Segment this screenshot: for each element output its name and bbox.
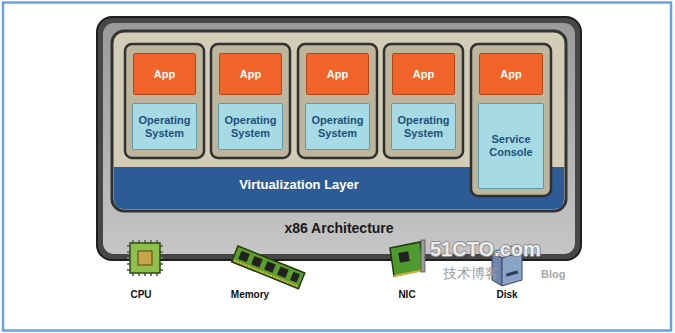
os-box: Operating System — [218, 103, 283, 150]
watermark: 技术博客 — [443, 265, 499, 283]
app-label: App — [240, 68, 261, 81]
nic-icon — [390, 240, 425, 276]
watermark: Blog — [541, 268, 565, 280]
layer-label: x86 Architecture — [97, 220, 581, 236]
app-label: App — [327, 68, 348, 81]
hardware-label: NIC — [398, 289, 415, 300]
hardware-label: CPU — [130, 289, 151, 300]
service-console-box: Service Console — [478, 103, 544, 189]
os-label: Service Console — [481, 133, 541, 158]
app-label: App — [154, 68, 175, 81]
layer-label: Virtualization Layer — [122, 177, 476, 192]
os-box: Operating System — [132, 103, 197, 150]
vm-frames — [125, 44, 551, 196]
watermark: 51CTO.com — [430, 238, 541, 261]
hardware-layer: AppOperating System AppOperating System Ap… — [97, 17, 581, 260]
virtualization-layer: AppOperating System AppOperating System Ap… — [112, 31, 566, 211]
virtualization-frame — [112, 31, 566, 211]
app-box: App — [306, 53, 369, 95]
hardware-label: Memory — [231, 289, 269, 300]
app-box: App — [219, 53, 282, 95]
app-label: App — [500, 68, 521, 81]
os-label: Operating System — [308, 114, 367, 139]
hardware-label: Disk — [496, 289, 517, 300]
os-box: Operating System — [305, 103, 370, 150]
cpu-icon — [127, 240, 163, 276]
app-box: App — [392, 53, 455, 95]
os-label: Operating System — [394, 114, 453, 139]
app-box: App — [133, 53, 196, 95]
memory-icon — [232, 246, 305, 289]
app-box: App — [479, 53, 543, 95]
app-label: App — [413, 68, 434, 81]
image-border — [3, 3, 671, 331]
housing-panel — [103, 23, 575, 254]
os-box: Operating System — [391, 103, 456, 150]
hardware-housing — [97, 17, 581, 260]
os-label: Operating System — [221, 114, 280, 139]
os-label: Operating System — [135, 114, 194, 139]
